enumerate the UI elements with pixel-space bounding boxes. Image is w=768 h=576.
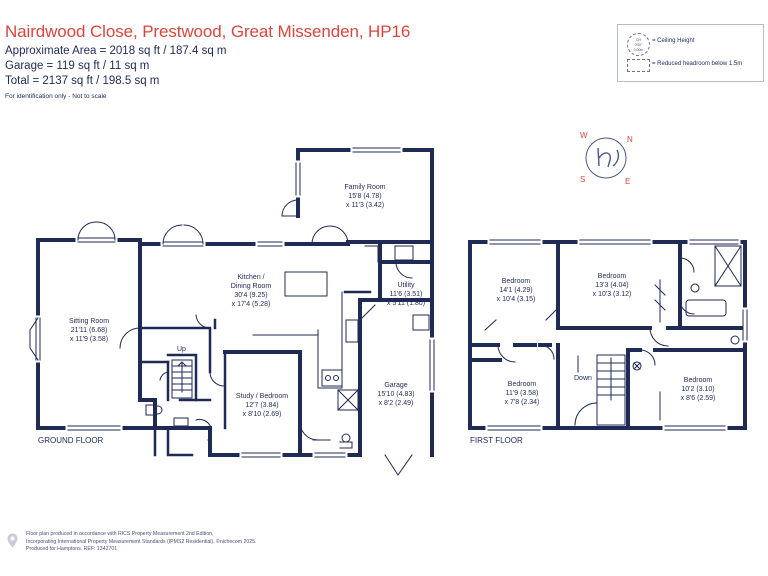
stairs-up bbox=[171, 359, 193, 399]
reduced-headroom-symbol bbox=[627, 59, 650, 72]
ground-floor-label: GROUND FLOOR bbox=[38, 436, 104, 445]
compass-icon: N E S W bbox=[580, 131, 633, 186]
utility-name: Utility bbox=[397, 282, 415, 289]
svg-text:15'10 (4.83): 15'10 (4.83) bbox=[377, 391, 414, 398]
shower-window bbox=[312, 452, 348, 458]
study-window bbox=[239, 419, 319, 458]
svg-text:x 11'3 (3.42): x 11'3 (3.42) bbox=[346, 202, 384, 209]
first-floor-label: FIRST FLOOR bbox=[470, 436, 523, 445]
stairs-down-label: Down bbox=[574, 375, 592, 382]
ground-floor-labels: Family Room 15'8 (4.78) x 11'3 (3.42) Si… bbox=[38, 184, 425, 445]
svg-text:21'11 (6.68): 21'11 (6.68) bbox=[71, 327, 108, 334]
study-name: Study / Bedroom bbox=[236, 393, 288, 400]
bedroom-d-name: Bedroom bbox=[684, 377, 713, 384]
kitchen-doors bbox=[160, 224, 349, 247]
location-pin-icon bbox=[7, 533, 18, 548]
kitchen-name: Kitchen / bbox=[237, 274, 264, 281]
first-floor-doors bbox=[484, 307, 669, 421]
svg-text:x 8'10 (2.69): x 8'10 (2.69) bbox=[243, 411, 282, 418]
kitchen-units bbox=[252, 245, 430, 389]
approx-area: Approximate Area = 2018 sq ft / 187.4 sq… bbox=[5, 45, 227, 57]
svg-text:30'4 (9.25): 30'4 (9.25) bbox=[234, 292, 267, 299]
ceiling-height-symbol: CH 0'00" 0.00m bbox=[627, 33, 650, 56]
family-room-name: Family Room bbox=[344, 184, 385, 191]
svg-text:14'1 (4.29): 14'1 (4.29) bbox=[499, 287, 532, 294]
svg-text:x 8'6 (2.59): x 8'6 (2.59) bbox=[681, 395, 716, 402]
sitting-room-doors bbox=[29, 221, 123, 431]
svg-text:12'7 (3.84): 12'7 (3.84) bbox=[245, 402, 278, 409]
garage-area: Garage = 119 sq ft / 11 sq m bbox=[5, 60, 150, 72]
reduced-headroom-label: = Reduced headroom below 1.5m bbox=[652, 61, 743, 67]
kitchen-island bbox=[284, 271, 328, 297]
first-floor-labels: Bedroom 14'1 (4.29) x 10'4 (3.15) Bedroo… bbox=[470, 273, 715, 445]
family-door-arc bbox=[281, 199, 299, 217]
compass-e: E bbox=[625, 177, 630, 186]
svg-text:x 10'3 (3.12): x 10'3 (3.12) bbox=[593, 291, 632, 298]
wardrobe-marks bbox=[654, 279, 666, 323]
svg-text:13'3 (4.04): 13'3 (4.04) bbox=[595, 282, 628, 289]
compass-s: S bbox=[580, 175, 585, 184]
svg-text:15'8 (4.78): 15'8 (4.78) bbox=[348, 193, 381, 200]
svg-text:x 10'4 (3.15): x 10'4 (3.15) bbox=[497, 296, 536, 303]
hall-walls bbox=[138, 328, 227, 457]
stairs-down bbox=[574, 354, 626, 426]
main-envelope-walls bbox=[36, 238, 434, 457]
garage-name: Garage bbox=[384, 382, 407, 389]
ground-floor-plan bbox=[29, 147, 435, 476]
bedroom-b-name: Bedroom bbox=[598, 273, 627, 280]
svg-text:x 17'4 (5.28): x 17'4 (5.28) bbox=[232, 301, 271, 308]
page-title: Nairdwood Close, Prestwood, Great Missen… bbox=[5, 22, 411, 41]
legend-box: CH 0'00" 0.00m = Ceiling Height = Reduce… bbox=[617, 24, 764, 82]
first-floor-windows bbox=[485, 239, 748, 431]
garage-door bbox=[359, 304, 435, 476]
svg-text:x 7'8 (2.34): x 7'8 (2.34) bbox=[505, 399, 540, 406]
first-floor-plan bbox=[468, 239, 748, 431]
compass-w: W bbox=[580, 131, 588, 140]
svg-text:11'9 (3.58): 11'9 (3.58) bbox=[506, 390, 539, 397]
bedroom-a-name: Bedroom bbox=[502, 278, 531, 285]
bedroom-c-name: Bedroom bbox=[508, 381, 537, 388]
svg-text:x 11'9 (3.58): x 11'9 (3.58) bbox=[70, 336, 108, 343]
svg-text:11'6 (3.51): 11'6 (3.51) bbox=[390, 291, 423, 298]
kitchen-partitions bbox=[138, 290, 372, 330]
identification-note: For identification only - Not to scale bbox=[5, 93, 107, 100]
svg-text:x 8'2 (2.49): x 8'2 (2.49) bbox=[379, 400, 414, 407]
total-area: Total = 2137 sq ft / 198.5 sq m bbox=[5, 75, 160, 87]
family-room-windows bbox=[295, 147, 403, 198]
footer-text: Floor plan produced in accordance with R… bbox=[26, 531, 257, 553]
compass-n: N bbox=[627, 135, 633, 144]
ceiling-height-label: = Ceiling Height bbox=[652, 38, 695, 44]
shower-room bbox=[312, 389, 359, 449]
hall-doors bbox=[119, 314, 225, 441]
svg-text:Dining Room: Dining Room bbox=[231, 283, 272, 290]
sitting-room-name: Sitting Room bbox=[69, 318, 109, 325]
stairs-up-label: Up bbox=[177, 346, 186, 353]
bathroom-fixtures bbox=[679, 245, 742, 345]
svg-text:10'2 (3.10): 10'2 (3.10) bbox=[681, 386, 714, 393]
svg-text:x 5'11 (1.80): x 5'11 (1.80) bbox=[387, 300, 425, 307]
